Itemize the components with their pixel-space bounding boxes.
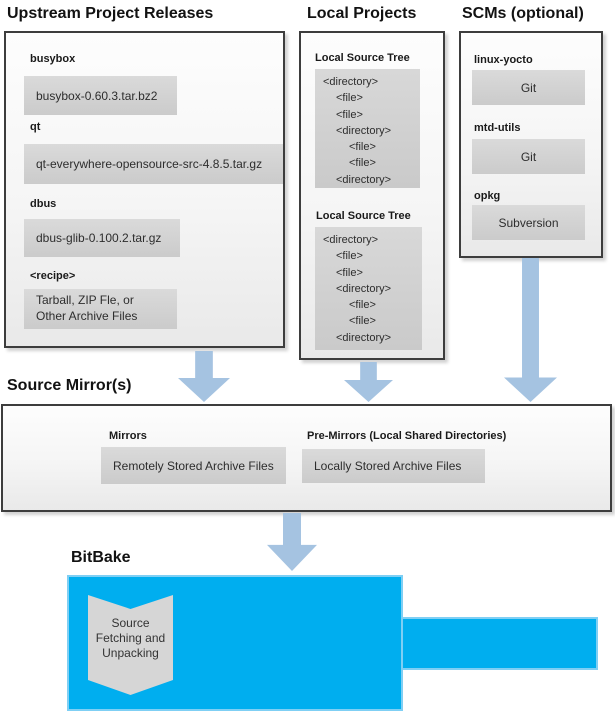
artifact-text: busybox-0.60.3.tar.bz2 [36,88,158,103]
premirrors-label: Pre-Mirrors (Local Shared Directories) [307,430,507,442]
tree-line: <directory> [336,331,392,344]
tree-line: <file> [349,157,376,170]
tree-line: <directory> [336,173,392,186]
source-tree-label: Local Source Tree [315,52,410,64]
down-arrow-icon [178,351,230,402]
source-tree-label: Local Source Tree [316,210,411,222]
artifact-chip: dbus-glib-0.100.2.tar.gz [24,219,180,257]
scm-label: linux-yocto [474,54,533,66]
upstream-title: Upstream Project Releases [7,5,214,22]
artifact-text: dbus-glib-0.100.2.tar.gz [36,231,162,245]
tree-line: <file> [336,250,363,263]
artifact-text: qt-everywhere-opensource-src-4.8.5.tar.g… [36,157,263,171]
source-mirrors-panel: Mirrors Remotely Stored Archive Files Pr… [1,404,612,512]
bitbake-title: BitBake [71,549,131,566]
package-label: qt [30,121,41,133]
tree-line: <directory> [323,76,379,88]
artifact-chip: busybox-0.60.3.tar.bz2 [24,76,177,115]
premirrors-chip: Locally Stored Archive Files [302,449,485,483]
scm-tool-text: Git [520,80,537,95]
tree-line: <file> [349,141,376,154]
premirrors-text: Locally Stored Archive Files [314,459,462,473]
local-projects-panel: Local Source Tree <directory> <file> <fi… [299,31,445,360]
tree-line: <directory> [336,124,392,137]
scm-tool-text: Subversion [498,215,559,230]
down-arrow-icon [504,258,557,402]
mirrors-label: Mirrors [109,430,147,442]
down-arrow-icon [344,362,393,402]
upstream-panel: busybox busybox-0.60.3.tar.bz2 qt qt-eve… [4,31,285,348]
mirrors-text: Remotely Stored Archive Files [113,458,274,473]
source-tree-box: <directory> <file> <file> <directory> <f… [315,69,420,188]
scm-label: opkg [474,190,501,202]
tree-line: <file> [336,92,363,105]
tree-line: <file> [336,266,363,279]
source-fetching-ribbon: Source Fetching and Unpacking [88,595,173,695]
mirrors-chip: Remotely Stored Archive Files [101,447,286,484]
scm-tool-chip: Git [472,139,585,174]
package-label: <recipe> [30,270,76,282]
package-label: dbus [30,198,57,210]
scm-label: mtd-utils [474,122,521,134]
tree-line: <directory> [323,234,379,246]
local-projects-title: Local Projects [307,5,417,22]
tree-line: <directory> [336,282,392,295]
source-tree-box: <directory> <file> <file> <directory> <f… [315,227,422,350]
down-arrow-icon [267,513,317,571]
package-label: busybox [30,53,76,65]
artifact-chip: Tarball, ZIP Fle, or Other Archive Files [24,289,177,329]
bitbake-arm [403,617,598,670]
tree-line: <file> [336,108,363,121]
tree-line: <file> [349,299,376,312]
scms-title: SCMs (optional) [462,5,584,22]
scm-tool-chip: Git [472,70,585,105]
tree-line: <file> [349,315,376,328]
scm-tool-text: Git [520,149,537,164]
source-mirrors-title: Source Mirror(s) [7,377,132,394]
scms-panel: linux-yocto Git mtd-utils Git opkg Subve… [459,31,603,258]
artifact-chip: qt-everywhere-opensource-src-4.8.5.tar.g… [24,144,283,184]
scm-tool-chip: Subversion [472,205,585,240]
artifact-text: Tarball, ZIP Fle, or Other Archive Files [36,293,138,323]
